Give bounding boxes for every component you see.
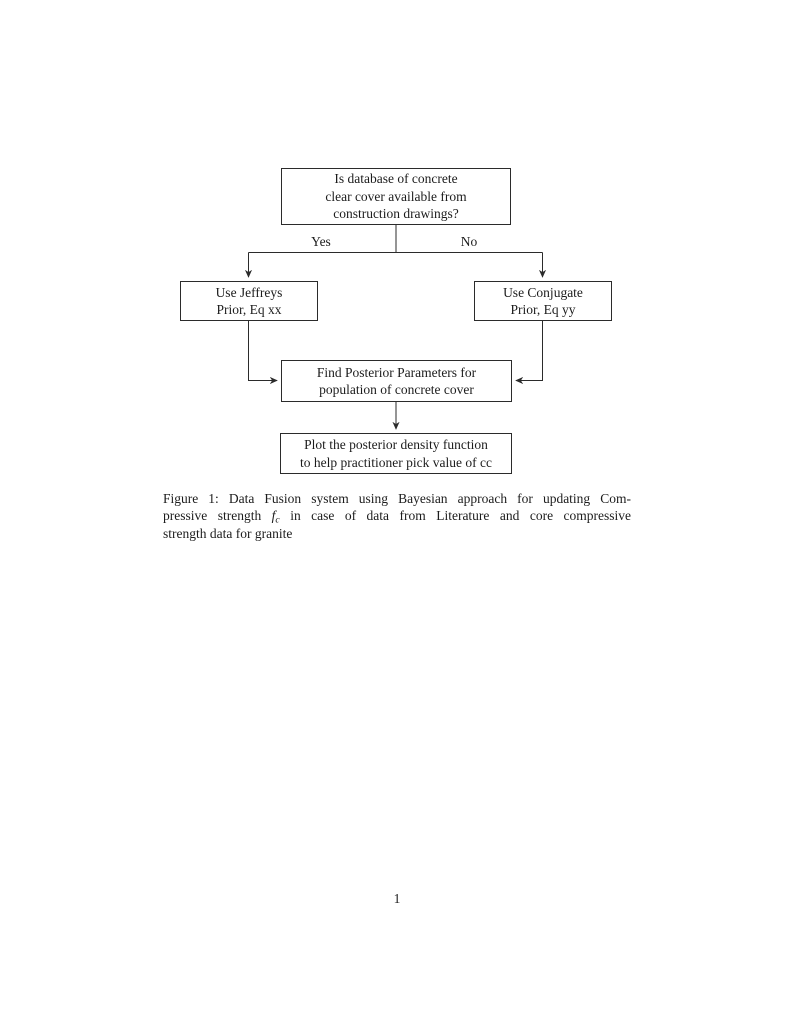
math-fc-symbol: f (271, 508, 276, 524)
caption-line-1: Figure 1: Data Fusion system using Bayes… (163, 491, 631, 506)
figure-caption: Figure 1: Data Fusion system using Bayes… (163, 490, 631, 542)
edge-conjugate-to-posterior (515, 321, 543, 385)
node-question-line-2: clear cover available from (325, 188, 467, 204)
node-posterior-line-2: population of concrete cover (319, 382, 474, 397)
flowchart-connectors (244, 225, 547, 430)
caption-line-2-text-after: in case of data from Literature and core… (279, 508, 631, 524)
edge-label-no: No (460, 234, 478, 249)
flowchart-node-plot-density: Plot the posterior density function to h… (280, 433, 512, 474)
caption-line-2-text-before: pressive strength (163, 508, 272, 524)
caption-line-3: strength data for granite (163, 525, 293, 541)
page-number: 1 (393, 891, 401, 906)
math-fc-subscript: c (275, 514, 280, 526)
node-conjugate-line-2: Prior, Eq yy (510, 302, 576, 317)
node-plot-line-2: to help practitioner pick value of cc (300, 454, 492, 470)
node-plot-line-1: Plot the posterior density function (304, 437, 488, 452)
flowchart-node-question: Is database of concrete clear cover avai… (281, 168, 511, 225)
caption-line-2: pressive strength fc in case of data fro… (163, 507, 631, 526)
flowchart-node-conjugate-prior: Use Conjugate Prior, Eq yy (474, 281, 612, 321)
node-posterior-line-1: Find Posterior Parameters for (316, 364, 477, 380)
node-jeffreys-line-1: Use Jeffreys (215, 284, 283, 300)
edge-label-yes: Yes (311, 234, 331, 249)
flowchart-figure: Is database of concrete clear cover avai… (0, 0, 794, 490)
flowchart-node-posterior-parameters: Find Posterior Parameters for population… (281, 360, 512, 402)
edge-jeffreys-to-posterior (248, 321, 278, 385)
node-question-line-3: construction drawings? (333, 206, 459, 222)
node-conjugate-line-1: Use Conjugate (503, 284, 583, 300)
node-jeffreys-line-2: Prior, Eq xx (216, 302, 282, 317)
node-question-line-1: Is database of concrete (334, 171, 458, 187)
flowchart-node-jeffreys-prior: Use Jeffreys Prior, Eq xx (180, 281, 318, 321)
